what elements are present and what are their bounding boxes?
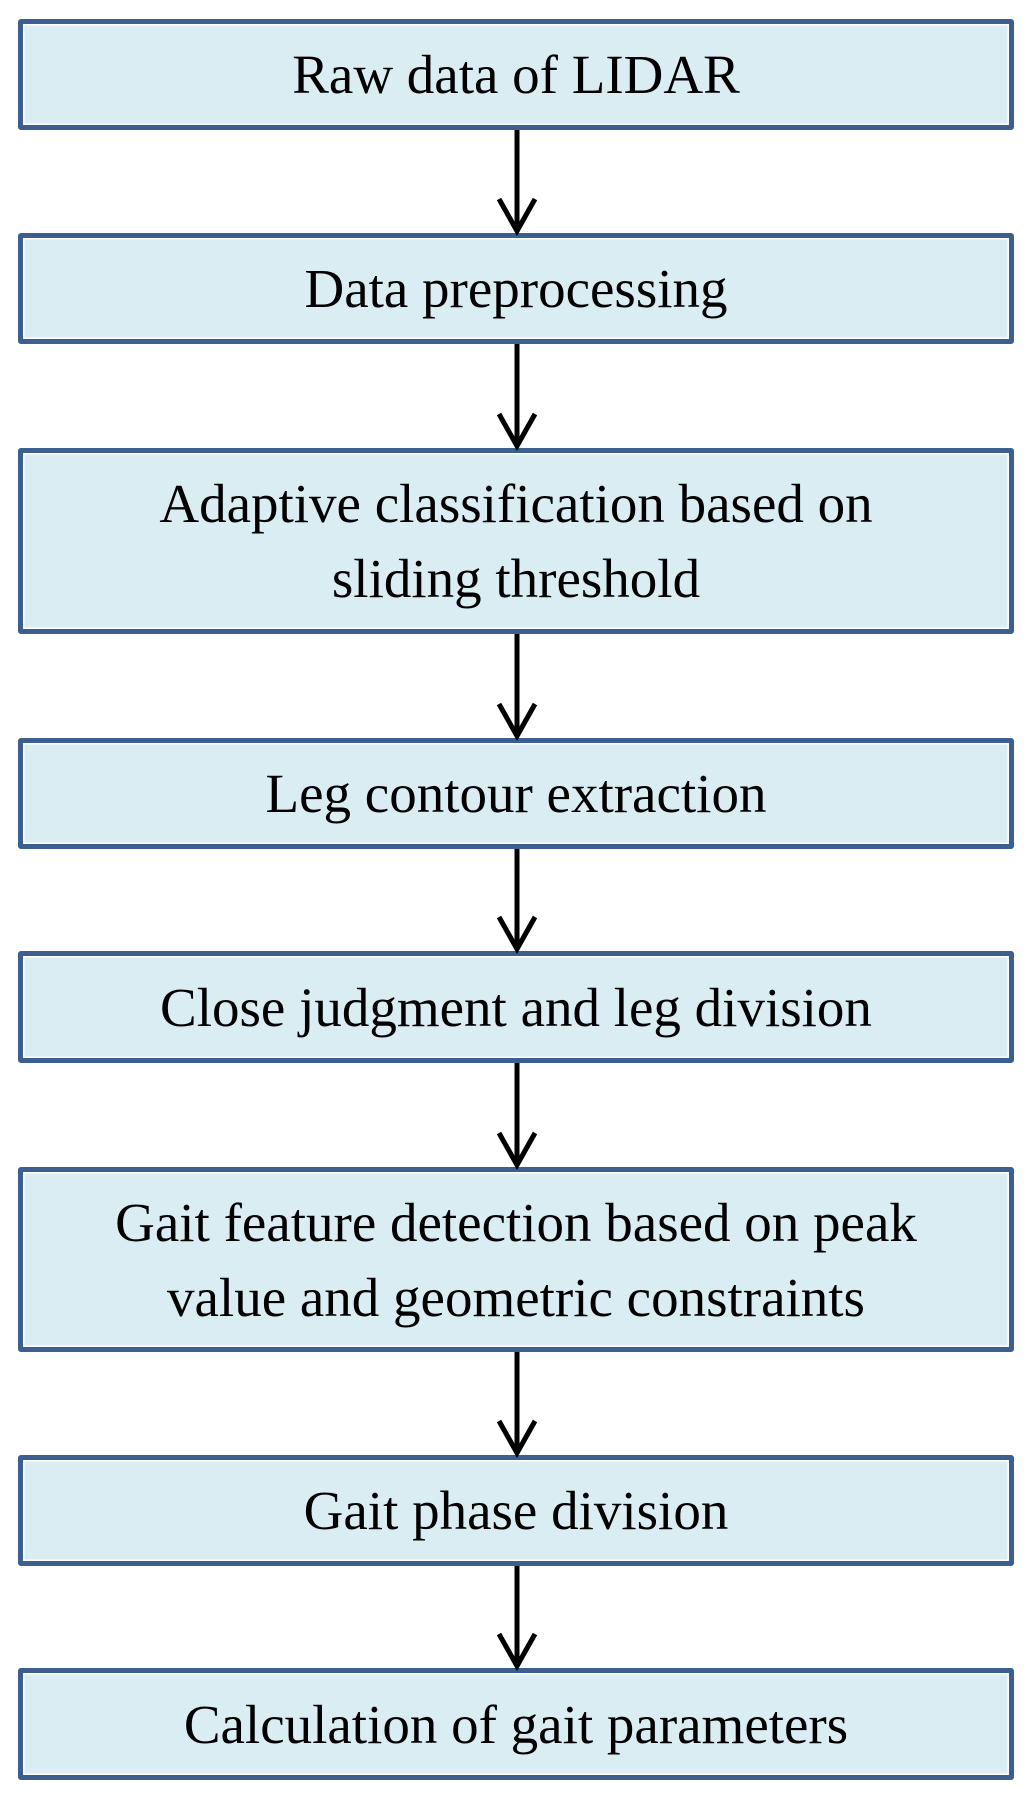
step-leg-contour-extraction: Leg contour extraction <box>18 738 1014 849</box>
step-gait-parameters: Calculation of gait parameters <box>18 1668 1014 1780</box>
step-preprocessing: Data preprocessing <box>18 233 1014 344</box>
arrow-down-icon <box>496 634 538 742</box>
step-gait-feature-detection: Gait feature detection based on peak val… <box>18 1167 1014 1352</box>
step-label: Leg contour extraction <box>265 763 767 824</box>
step-label: Raw data of LIDAR <box>292 44 740 105</box>
step-label: Gait phase division <box>303 1480 729 1541</box>
step-label: Adaptive classification based on sliding… <box>159 473 873 609</box>
arrow-down-icon <box>496 1352 538 1459</box>
arrow-down-icon <box>496 344 538 452</box>
step-raw-data: Raw data of LIDAR <box>18 19 1014 130</box>
arrow-down-icon <box>496 1566 538 1672</box>
step-label: Calculation of gait parameters <box>183 1693 849 1755</box>
step-label: Data preprocessing <box>304 258 728 319</box>
step-adaptive-classification: Adaptive classification based on sliding… <box>18 448 1014 634</box>
step-gait-phase-division: Gait phase division <box>18 1455 1014 1566</box>
arrow-down-icon <box>496 130 538 237</box>
step-close-judgment: Close judgment and leg division <box>18 951 1014 1063</box>
arrow-down-icon <box>496 1063 538 1171</box>
arrow-down-icon <box>496 849 538 955</box>
step-label: Close judgment and leg division <box>160 976 872 1038</box>
step-label: Gait feature detection based on peak val… <box>115 1191 917 1328</box>
